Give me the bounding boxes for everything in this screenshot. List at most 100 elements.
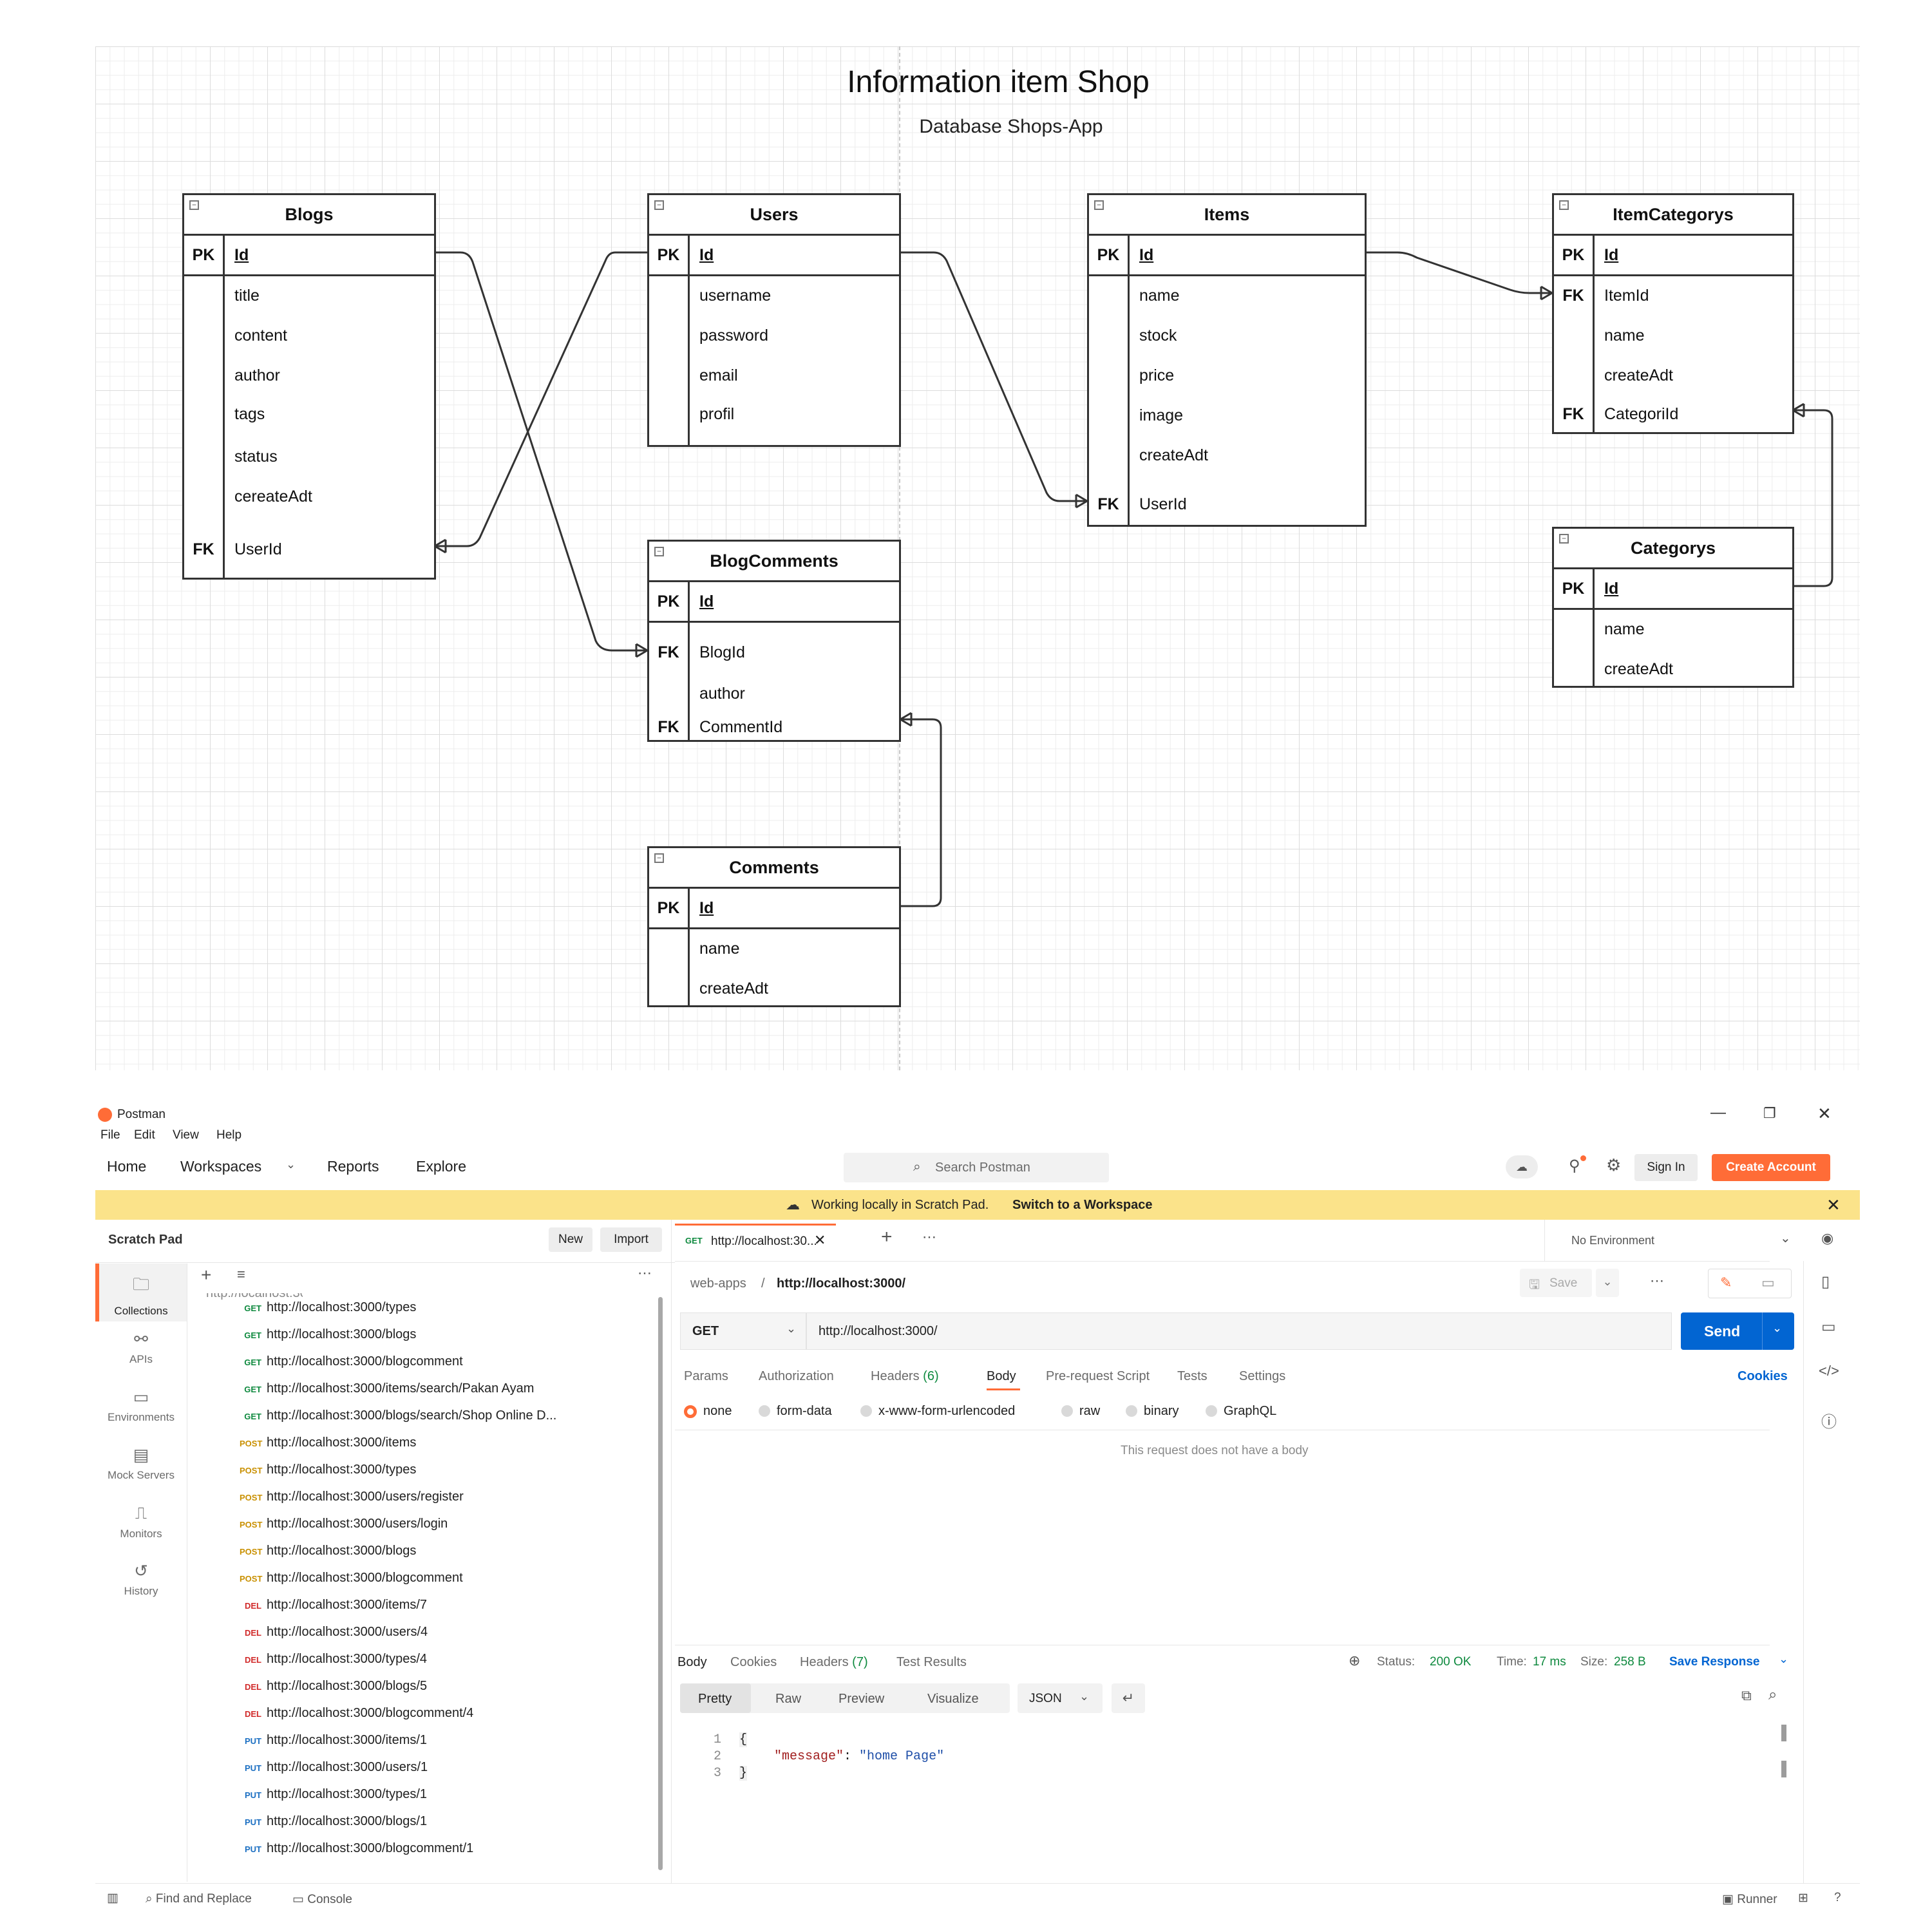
satellite-icon[interactable]: ⚲ [1569,1157,1580,1175]
collapse-icon[interactable]: − [1559,534,1569,544]
response-scrollbar[interactable] [1781,1725,1786,1741]
tab-authorization[interactable]: Authorization [759,1369,834,1383]
copy-icon[interactable]: ⧉ [1741,1687,1752,1703]
code-icon[interactable]: </> [1819,1363,1839,1379]
mode-toggle[interactable]: ✎ ▭ [1708,1269,1792,1298]
radio-raw[interactable] [1061,1405,1073,1417]
eye-icon[interactable]: ◉ [1821,1230,1834,1246]
save-button[interactable]: 🖫 Save [1520,1269,1592,1297]
request-tab[interactable]: GET http://localhost:30... ✕ [675,1224,836,1260]
menu-file[interactable]: File [100,1128,120,1142]
format-select[interactable]: JSON ⌄ [1018,1683,1103,1713]
nav-workspaces[interactable]: Workspaces [180,1158,262,1175]
nav-home[interactable]: Home [107,1158,147,1175]
collapse-icon[interactable]: − [1094,200,1104,210]
save-response-button[interactable]: Save Response [1669,1655,1760,1669]
find-replace-button[interactable]: ⌕ Find and Replace [146,1892,252,1906]
collapse-icon[interactable]: − [654,547,664,556]
sync-offline-icon[interactable]: ☁ [1506,1155,1538,1179]
chevron-down-icon[interactable]: ⌄ [1772,1321,1783,1334]
collapse-icon[interactable]: − [1559,200,1569,210]
search-box[interactable]: ⌕ Search Postman [844,1153,1109,1182]
size-value[interactable]: 258 B [1614,1655,1646,1669]
radio-binary[interactable] [1126,1405,1137,1417]
response-scrollbar[interactable] [1781,1761,1786,1777]
chevron-down-icon[interactable]: ⌄ [1779,1653,1789,1665]
runner-button[interactable]: ▣ Runner [1722,1892,1777,1907]
nav-history[interactable]: ↺History [95,1561,187,1598]
more-actions-icon[interactable]: ⋯ [1650,1273,1664,1289]
add-icon[interactable]: + [201,1265,212,1285]
view-visualize[interactable]: Visualize [927,1692,979,1706]
scrollbar-thumb[interactable] [658,1297,663,1870]
nav-mock-servers[interactable]: ▤Mock Servers [95,1445,187,1482]
tab-settings[interactable]: Settings [1239,1369,1286,1383]
menu-edit[interactable]: Edit [134,1128,155,1142]
radio-urlencoded[interactable] [860,1405,872,1417]
nav-reports[interactable]: Reports [327,1158,379,1175]
view-pretty[interactable]: Pretty [698,1692,732,1706]
view-preview[interactable]: Preview [838,1692,885,1706]
console-button[interactable]: ▭ Console [292,1892,352,1907]
close-tab-icon[interactable]: ✕ [814,1232,826,1248]
chevron-down-icon[interactable]: ⌄ [286,1158,296,1171]
tab-prerequest[interactable]: Pre-request Script [1046,1369,1150,1383]
close-window-icon[interactable]: ✕ [1817,1104,1832,1123]
sidebar-scrollbar[interactable] [658,1297,663,1870]
toggle-sidebar-icon[interactable]: ▥ [107,1891,118,1905]
nav-apis[interactable]: ⚯APIs [95,1329,187,1366]
url-input[interactable]: http://localhost:3000/ [806,1312,1672,1350]
documentation-icon[interactable]: ▯ [1821,1273,1830,1291]
comment-icon[interactable]: ▭ [1761,1274,1775,1291]
radio-graphql[interactable] [1206,1405,1217,1417]
comments-icon[interactable]: ▭ [1821,1318,1836,1336]
collapse-icon[interactable]: − [654,200,664,210]
save-dropdown-icon[interactable]: ⌄ [1596,1269,1619,1297]
chevron-down-icon[interactable]: ⌄ [1780,1231,1791,1245]
environment-select[interactable]: No Environment [1571,1234,1655,1247]
cookies-link[interactable]: Cookies [1738,1369,1788,1383]
radio-none[interactable] [684,1405,697,1418]
minimize-icon[interactable]: — [1710,1104,1726,1121]
gear-icon[interactable]: ⚙ [1606,1155,1622,1175]
sign-in-button[interactable]: Sign In [1634,1154,1698,1181]
close-banner-icon[interactable]: ✕ [1826,1195,1841,1215]
search-icon[interactable]: ⌕ [1768,1686,1777,1703]
nav-monitors[interactable]: ⎍Monitors [95,1503,187,1540]
switch-workspace-link[interactable]: Switch to a Workspace [1012,1198,1153,1212]
layout-icon[interactable]: ⊞ [1798,1891,1808,1905]
radio-form-data[interactable] [759,1405,770,1417]
tab-params[interactable]: Params [684,1369,728,1383]
menu-help[interactable]: Help [216,1128,242,1142]
menu-view[interactable]: View [173,1128,199,1142]
wrap-lines-icon[interactable]: ↵ [1112,1683,1145,1713]
response-tab-tests[interactable]: Test Results [896,1655,967,1669]
tab-headers[interactable]: Headers (6) [871,1369,939,1384]
new-button[interactable]: New [549,1227,592,1252]
tab-tests[interactable]: Tests [1177,1369,1208,1383]
nav-explore[interactable]: Explore [416,1158,466,1175]
collapse-icon[interactable]: − [654,853,664,863]
